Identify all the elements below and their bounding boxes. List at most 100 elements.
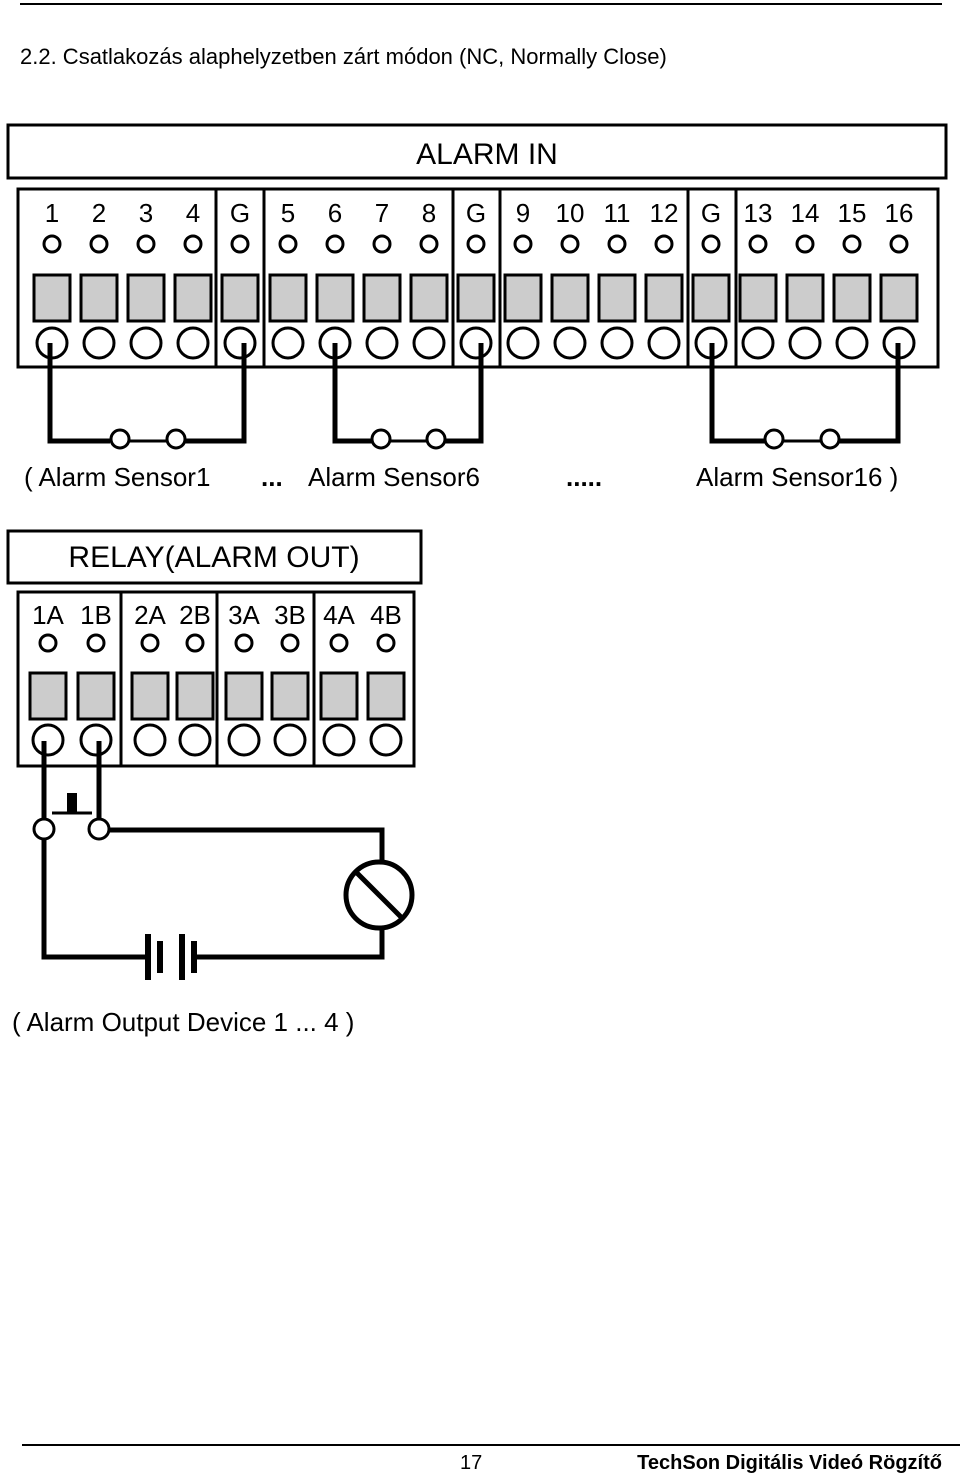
top-rule <box>20 3 942 5</box>
terminal-screw <box>506 326 540 360</box>
terminal-screw-slot <box>832 273 872 323</box>
alarm-terminal-label: 14 <box>791 198 820 228</box>
terminal-hole <box>234 633 254 653</box>
alarm-terminal-label: 10 <box>556 198 585 228</box>
terminal-screw-slot <box>879 273 919 323</box>
terminal-hole <box>185 633 205 653</box>
terminal-screw-slot <box>691 273 731 323</box>
terminal-screw <box>227 723 261 757</box>
battery-icon <box>145 934 197 980</box>
relay-header: RELAY(ALARM OUT) <box>68 541 359 574</box>
terminal-hole <box>748 234 768 254</box>
terminal-hole <box>329 633 349 653</box>
alarm-terminal-label: 3 <box>139 198 153 228</box>
terminal-screw <box>273 723 307 757</box>
relay-terminal-label: 2B <box>179 600 211 630</box>
terminal-hole <box>136 234 156 254</box>
alarm-terminal-label: 16 <box>885 198 914 228</box>
terminal-hole <box>842 234 862 254</box>
terminal-screw <box>369 723 403 757</box>
alarm-terminal-label: 15 <box>838 198 867 228</box>
terminal-screw <box>223 326 257 360</box>
alarm-terminal-label: G <box>701 198 721 228</box>
sensor-caption-ellipsis: ..... <box>566 462 602 492</box>
terminal-screw-slot <box>315 273 355 323</box>
terminal-screw-slot <box>644 273 684 323</box>
terminal-screw <box>79 723 113 757</box>
terminal-hole <box>86 633 106 653</box>
terminal-hole <box>183 234 203 254</box>
terminal-screw-slot <box>126 273 166 323</box>
alarm-in-header: ALARM IN <box>416 138 558 171</box>
relay-terminal-label: 3A <box>228 600 260 630</box>
relay-terminal-label: 1A <box>32 600 64 630</box>
terminal-screw <box>271 326 305 360</box>
terminal-screw-slot <box>409 273 449 323</box>
terminal-screw <box>82 326 116 360</box>
sensor-contacts <box>109 428 841 450</box>
terminal-screw-slot <box>79 273 119 323</box>
terminal-screw <box>178 723 212 757</box>
terminal-screw <box>600 326 634 360</box>
alarm-terminal-label: 8 <box>422 198 436 228</box>
terminal-screw-slot <box>28 671 68 721</box>
page-number: 17 <box>460 1452 483 1474</box>
sensor-caption-left: ( Alarm Sensor1 <box>24 462 210 492</box>
terminal-screw <box>647 326 681 360</box>
sensor-caption-right: Alarm Sensor16 ) <box>696 462 898 492</box>
terminal-hole <box>607 234 627 254</box>
alarm-terminal-label: 7 <box>375 198 389 228</box>
terminal-screw-slot <box>456 273 496 323</box>
terminal-hole <box>795 234 815 254</box>
terminal-screw-slot <box>175 671 215 721</box>
terminal-hole <box>372 234 392 254</box>
terminal-hole <box>889 234 909 254</box>
relay-output-wiring <box>41 741 385 960</box>
terminal-screw-slot <box>32 273 72 323</box>
relay-terminal-label: 3B <box>274 600 306 630</box>
terminal-screw-slot <box>130 671 170 721</box>
footer-rule <box>22 1444 960 1446</box>
terminal-screw-slot <box>366 671 406 721</box>
terminal-screw <box>31 723 65 757</box>
terminal-screw <box>741 326 775 360</box>
terminal-screw-slot <box>76 671 116 721</box>
terminal-screw-slot <box>270 671 310 721</box>
terminal-screw <box>412 326 446 360</box>
terminal-hole <box>38 633 58 653</box>
alarm-lamp-icon <box>343 859 415 931</box>
terminal-screw <box>365 326 399 360</box>
terminal-hole <box>376 633 396 653</box>
terminal-screw-slot <box>785 273 825 323</box>
terminal-hole <box>466 234 486 254</box>
terminal-hole <box>419 234 439 254</box>
relay-contacts <box>32 817 111 841</box>
terminal-screw-slot <box>224 671 264 721</box>
alarm-terminal-label: 4 <box>186 198 200 228</box>
terminal-screw-slot <box>503 273 543 323</box>
terminal-hole <box>89 234 109 254</box>
terminal-hole <box>42 234 62 254</box>
sensor-caption-mid: Alarm Sensor6 <box>308 462 480 492</box>
terminal-hole <box>325 234 345 254</box>
terminal-hole <box>654 234 674 254</box>
terminal-hole <box>701 234 721 254</box>
alarm-terminal-label: 2 <box>92 198 106 228</box>
terminal-screw <box>459 326 493 360</box>
terminal-screw <box>788 326 822 360</box>
relay-header-box <box>6 529 423 585</box>
terminal-screw <box>553 326 587 360</box>
alarm-terminal-label: G <box>230 198 250 228</box>
terminal-hole <box>230 234 250 254</box>
relay-terminal-label: 2A <box>134 600 166 630</box>
alarm-terminal-label: 13 <box>744 198 773 228</box>
terminal-hole <box>140 633 160 653</box>
relay-terminal-label: 4B <box>370 600 402 630</box>
terminal-hole <box>560 234 580 254</box>
alarm-terminal-label: 12 <box>650 198 679 228</box>
terminal-screw-slot <box>173 273 213 323</box>
relay-terminal-label: 1B <box>80 600 112 630</box>
sensor-caption-dots: ... <box>261 462 283 492</box>
